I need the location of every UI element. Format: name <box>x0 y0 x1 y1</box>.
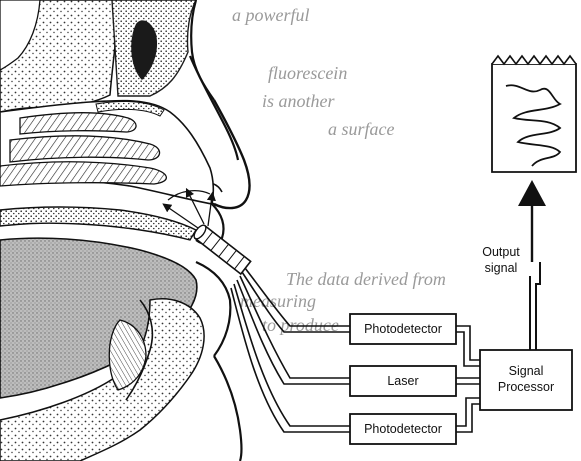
fiber-cables <box>231 268 350 432</box>
output-signal-label-line2: signal <box>480 262 522 275</box>
output-arrowhead <box>518 180 546 206</box>
torn-edge <box>492 56 576 64</box>
photodetector-top-label: Photodetector <box>350 323 456 336</box>
superior-turbinate <box>20 113 136 134</box>
output-graph-paper <box>492 64 576 172</box>
neck-outline <box>214 356 242 461</box>
processor-connections <box>456 326 480 432</box>
output-signal-label-line1: Output <box>480 246 522 259</box>
output-connection <box>536 262 540 350</box>
signal-processor-label-line2: Processor <box>480 381 572 394</box>
photodetector-bottom-label: Photodetector <box>350 423 456 436</box>
fiber-probe <box>192 223 251 274</box>
signal-processor-label-line1: Signal <box>480 365 572 378</box>
laser-label: Laser <box>350 375 456 388</box>
hard-palate <box>0 207 196 240</box>
